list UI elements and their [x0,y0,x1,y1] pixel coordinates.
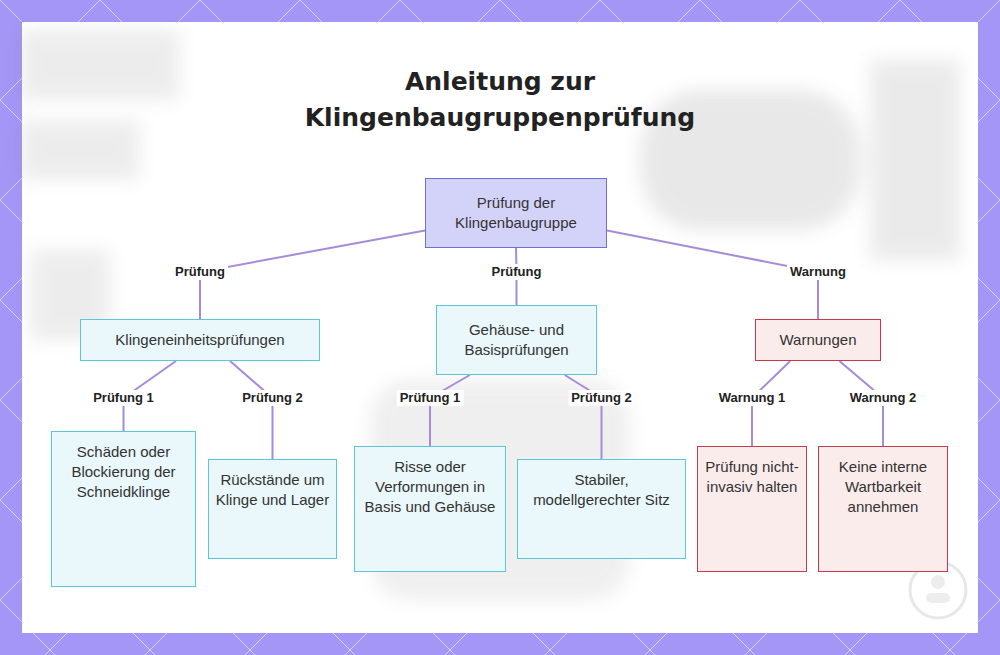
edge-label: Prüfung 1 [90,390,157,406]
edge-label: Warnung 2 [847,390,920,406]
node-text: Risse oder Verformungen in Basis und Geh… [355,457,505,517]
warning-item-box: Prüfung nicht-invasiv halten [697,446,807,572]
edge-label: Warnung [787,264,849,280]
node-text: Stabiler, modellgerechter Sitz [518,470,685,510]
connector-line [565,375,602,459]
connector-line [230,361,273,459]
edge-label: Prüfung 1 [397,390,464,406]
blurred-photo [20,30,960,600]
panel [22,22,978,633]
node-text: Warnungen [774,330,863,350]
root-box: Prüfung der Klingenbaugruppe [425,178,607,248]
warning-box: Warnungen [755,319,881,361]
check-box: Stabiler, modellgerechter Sitz [517,459,686,559]
node-text: Rückstände um Klinge und Lager [209,470,336,510]
connector-line [430,375,470,446]
check-box: Rückstände um Klinge und Lager [208,459,337,559]
edge-label: Prüfung 2 [239,390,306,406]
edge-label: Warnung 1 [716,390,789,406]
node-text: Gehäuse- und Basisprüfungen [437,320,596,360]
node-text: Keine interne Wartbarkeit annehmen [819,457,947,517]
edge-label: Prüfung 2 [568,390,635,406]
check-box: Schäden oder Blockierung der Schneidklin… [51,431,196,587]
node-text: Klingeneinheitsprüfungen [109,330,290,350]
node-text: Prüfung der Klingenbaugruppe [426,193,606,233]
diagram-title: Anleitung zur Klingenbaugruppenprüfung [280,64,720,136]
connector-line [200,231,425,320]
category-box: Gehäuse- und Basisprüfungen [436,305,597,375]
node-text: Prüfung nicht-invasiv halten [698,457,806,497]
category-box: Klingeneinheitsprüfungen [80,319,320,361]
warning-item-box: Keine interne Wartbarkeit annehmen [818,446,948,572]
check-box: Risse oder Verformungen in Basis und Geh… [354,446,506,572]
edge-label: Prüfung [489,264,545,280]
edge-label: Prüfung [172,264,228,280]
node-text: Schäden oder Blockierung der Schneidklin… [52,442,195,502]
